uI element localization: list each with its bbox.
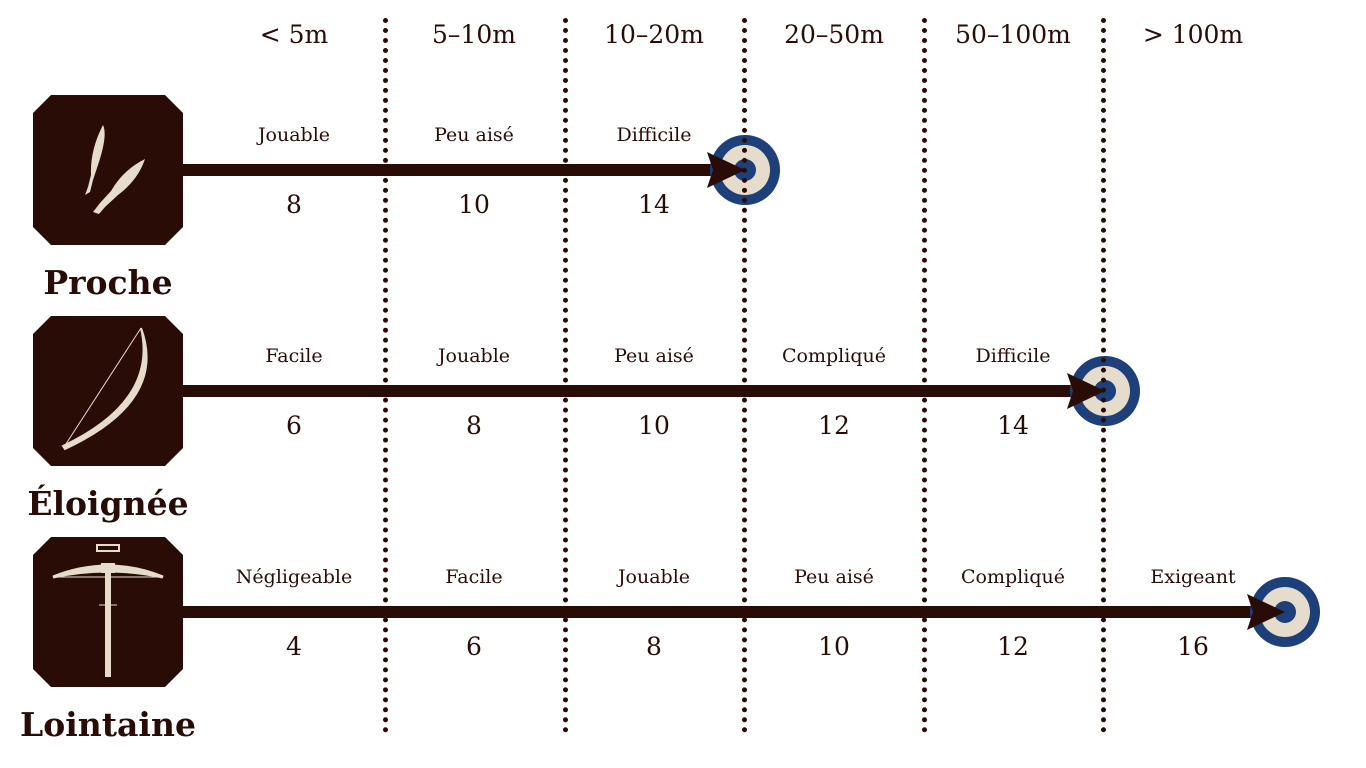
difficulty-value: 10 xyxy=(458,190,490,219)
difficulty-label: Jouable xyxy=(617,566,691,588)
crossbow-nut-icon xyxy=(101,563,115,573)
bow-icon xyxy=(61,327,148,451)
difficulty-label: Peu aisé xyxy=(614,345,694,367)
difficulty-value: 8 xyxy=(466,411,482,440)
arrowhead-icon xyxy=(1067,373,1105,409)
range-name: Éloignée xyxy=(27,484,189,523)
column-header: 50–100m xyxy=(955,20,1071,49)
difficulty-value: 4 xyxy=(286,632,302,661)
difficulty-label: Négligeable xyxy=(235,566,353,588)
range-name: Lointaine xyxy=(20,705,196,744)
range-arrow-shaft xyxy=(183,164,715,176)
difficulty-value: 10 xyxy=(818,632,850,661)
range-arrow-shaft xyxy=(183,606,1255,618)
difficulty-label: Peu aisé xyxy=(794,566,874,588)
difficulty-value: 14 xyxy=(997,411,1029,440)
difficulty-value: 12 xyxy=(997,632,1029,661)
difficulty-value: 16 xyxy=(1177,632,1209,661)
arrowhead-icon xyxy=(707,152,745,188)
difficulty-label: Jouable xyxy=(257,124,331,146)
difficulty-value: 8 xyxy=(646,632,662,661)
row-icon-box xyxy=(33,316,183,466)
arrowhead-icon xyxy=(1247,594,1285,630)
difficulty-value: 8 xyxy=(286,190,302,219)
difficulty-value: 10 xyxy=(638,411,670,440)
column-divider xyxy=(563,18,568,733)
difficulty-label: Peu aisé xyxy=(434,124,514,146)
difficulty-label: Exigeant xyxy=(1150,566,1236,588)
column-header: < 5m xyxy=(259,20,329,49)
crossbow-stirrup-icon xyxy=(96,544,120,552)
difficulty-label: Jouable xyxy=(437,345,511,367)
difficulty-label: Difficile xyxy=(616,124,692,146)
column-header: 10–20m xyxy=(604,20,704,49)
difficulty-value: 12 xyxy=(818,411,850,440)
difficulty-value: 6 xyxy=(466,632,482,661)
row-icon-box xyxy=(33,95,183,245)
difficulty-label: Compliqué xyxy=(961,566,1065,588)
difficulty-label: Compliqué xyxy=(782,345,886,367)
column-divider xyxy=(1101,18,1106,733)
dagger-icon xyxy=(93,159,145,214)
column-header: > 100m xyxy=(1142,20,1244,49)
difficulty-label: Facile xyxy=(265,345,323,367)
difficulty-value: 6 xyxy=(286,411,302,440)
column-header: 20–50m xyxy=(784,20,884,49)
difficulty-label: Difficile xyxy=(975,345,1051,367)
crossbow-stock-icon xyxy=(105,565,111,677)
column-divider xyxy=(383,18,388,733)
column-header: 5–10m xyxy=(432,20,516,49)
column-divider xyxy=(742,18,747,733)
range-arrow-shaft xyxy=(183,385,1075,397)
difficulty-value: 14 xyxy=(638,190,670,219)
dagger-icon xyxy=(85,125,105,195)
bowstring-icon xyxy=(63,327,142,448)
range-name: Proche xyxy=(43,263,173,302)
column-divider xyxy=(922,18,927,733)
difficulty-label: Facile xyxy=(445,566,503,588)
